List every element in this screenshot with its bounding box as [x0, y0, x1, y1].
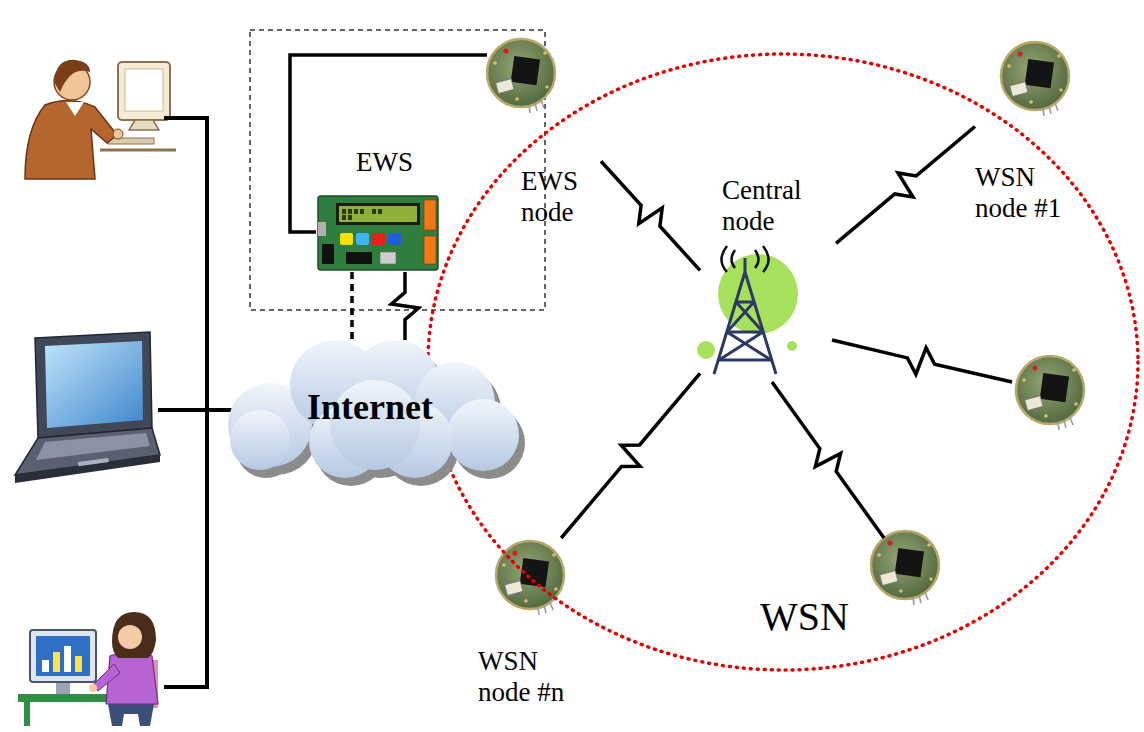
mote-picture — [1001, 42, 1069, 116]
node-label: EWS node — [521, 166, 597, 228]
radio-link — [772, 340, 1012, 538]
mote-picture — [496, 541, 564, 615]
wired-link — [290, 55, 487, 232]
sensor-node: WSN node #1 — [975, 40, 1095, 240]
cloud-label: Internet — [307, 387, 433, 428]
radio-link — [601, 161, 700, 270]
laptop-icon — [15, 332, 160, 483]
mote-picture — [1016, 356, 1084, 430]
user-icon — [18, 612, 158, 726]
ews-board: EWS — [316, 145, 440, 272]
cloud-body — [228, 340, 519, 478]
radio-link — [836, 126, 975, 243]
node-label: Central node — [722, 175, 832, 237]
user-bracket — [158, 118, 232, 687]
ews-board-picture — [318, 196, 438, 270]
region-label: WSN — [760, 594, 849, 640]
dashed-link — [350, 272, 354, 340]
region-outline — [428, 54, 1138, 670]
mote-picture — [871, 531, 939, 605]
node-label: WSN node #n — [478, 646, 588, 708]
tower-picture — [697, 246, 798, 374]
sensor-node: WSN node #n — [478, 538, 592, 712]
radio-link — [391, 272, 418, 340]
node-label: WSN node #1 — [975, 162, 1090, 224]
user-icon — [25, 60, 176, 179]
internet-cloud: Internet — [215, 340, 525, 480]
ews-node: EWS node — [487, 38, 601, 236]
board-label: EWS — [356, 147, 413, 178]
radio-link — [561, 373, 700, 538]
wsn-region: WSNCentral nodeWSN node #1WSN node #n — [428, 54, 1138, 670]
central-node: Central node — [700, 175, 836, 380]
mote-picture — [487, 39, 555, 113]
